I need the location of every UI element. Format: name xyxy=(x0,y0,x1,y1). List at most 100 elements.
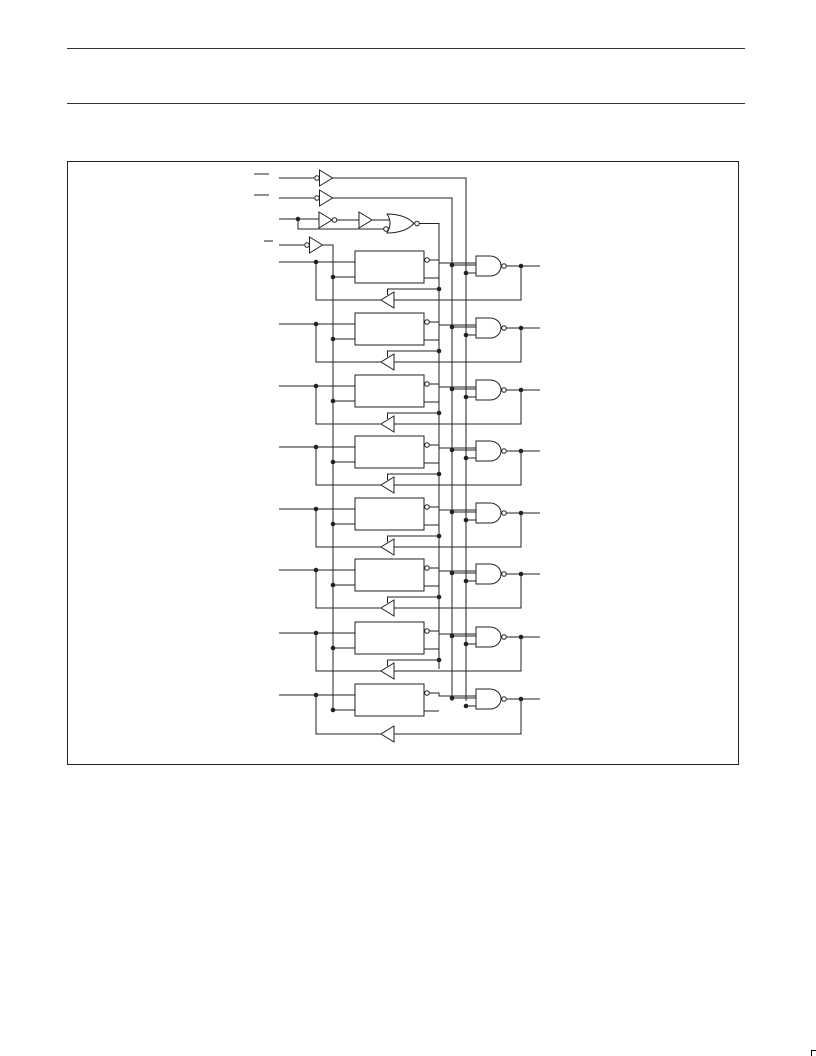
inverter-gate xyxy=(318,211,333,229)
feedback-wire xyxy=(394,699,522,735)
and-gate xyxy=(475,563,502,585)
wire xyxy=(297,219,384,230)
inversion-bubble xyxy=(414,220,420,227)
feedback-wire xyxy=(315,633,381,672)
junction-dot xyxy=(449,570,455,576)
inversion-bubble xyxy=(424,690,430,696)
inversion-bubble xyxy=(424,257,430,263)
inversion-bubble xyxy=(424,442,430,448)
feedback-wire xyxy=(394,637,522,672)
feedback-wire xyxy=(394,390,522,425)
header-bottom-rule xyxy=(67,103,745,104)
and-gate xyxy=(475,502,502,524)
latch-output xyxy=(429,259,476,264)
junction-dot xyxy=(330,582,336,588)
latch-output xyxy=(429,692,476,697)
and-gate xyxy=(475,379,502,401)
feedback-wire xyxy=(315,695,381,735)
nor-gate xyxy=(386,213,415,234)
feedback-buffer xyxy=(380,476,395,494)
inversion-bubble xyxy=(501,387,507,393)
logic-diagram xyxy=(254,169,540,743)
inversion-bubble xyxy=(314,175,320,181)
wire xyxy=(387,350,439,357)
inversion-bubble xyxy=(501,696,507,702)
junction-dot xyxy=(463,641,469,647)
junction-dot xyxy=(463,455,469,461)
flip-flop-box xyxy=(354,683,425,717)
channel-1 xyxy=(279,250,540,309)
inversion-bubble xyxy=(424,319,430,325)
and-gate xyxy=(475,688,502,710)
flip-flop-box xyxy=(354,374,425,408)
junction-dot xyxy=(330,521,336,527)
inversion-bubble xyxy=(501,634,507,640)
wire xyxy=(387,659,439,666)
control-bus-2 xyxy=(332,197,453,701)
channel-3 xyxy=(279,374,540,433)
junction-dot xyxy=(449,633,455,639)
channel-2 xyxy=(279,312,540,371)
feedback-buffer xyxy=(380,353,395,371)
inversion-bubble xyxy=(424,381,430,387)
junction-dot xyxy=(330,398,336,404)
junction-dot xyxy=(449,509,455,515)
channel-4 xyxy=(279,435,540,494)
page-corner-mark xyxy=(811,1050,816,1056)
feedback-wire xyxy=(394,451,522,486)
latch-output xyxy=(429,567,476,572)
feedback-wire xyxy=(315,509,381,548)
inversion-bubble xyxy=(331,217,338,223)
latch-output xyxy=(429,506,476,511)
and-gate xyxy=(475,317,502,339)
inversion-bubble xyxy=(424,504,430,510)
control-buffer-gate xyxy=(309,236,324,254)
flip-flop-box xyxy=(354,621,425,655)
clock-bus xyxy=(322,244,334,710)
latch-output xyxy=(429,444,476,449)
control-bus-1 xyxy=(332,177,467,701)
buffer-gate xyxy=(358,211,373,229)
channel-7 xyxy=(279,621,540,680)
latch-output xyxy=(429,321,476,326)
header-top-rule xyxy=(67,48,745,49)
wire xyxy=(387,288,439,295)
flip-flop-box xyxy=(354,558,425,592)
junction-dot xyxy=(463,578,469,584)
inversion-bubble xyxy=(501,325,507,331)
feedback-wire xyxy=(315,386,381,425)
feedback-buffer xyxy=(380,599,395,617)
logic-diagram-frame xyxy=(67,161,739,765)
junction-dot xyxy=(449,262,455,268)
inversion-bubble xyxy=(383,226,389,232)
latch-output xyxy=(429,630,476,635)
junction-dot xyxy=(463,703,469,709)
and-gate xyxy=(475,440,502,462)
feedback-buffer xyxy=(380,725,395,743)
junction-dot xyxy=(463,270,469,276)
junction-dot xyxy=(449,386,455,392)
inversion-bubble xyxy=(314,195,320,201)
control-buffer-gate xyxy=(319,169,334,187)
flip-flop-box xyxy=(354,250,425,284)
channel-5 xyxy=(279,497,540,556)
junction-dot xyxy=(330,645,336,651)
feedback-buffer xyxy=(380,291,395,309)
inversion-bubble xyxy=(501,510,507,516)
and-gate xyxy=(475,626,502,648)
junction-dot xyxy=(449,447,455,453)
and-gate xyxy=(475,255,502,277)
feedback-wire xyxy=(394,266,522,301)
flip-flop-box xyxy=(354,312,425,346)
feedback-buffer xyxy=(380,415,395,433)
feedback-buffer xyxy=(380,662,395,680)
wire xyxy=(387,596,439,603)
feedback-wire xyxy=(315,324,381,363)
wire xyxy=(387,473,439,480)
wire xyxy=(387,412,439,419)
junction-dot xyxy=(449,695,455,701)
feedback-wire xyxy=(315,447,381,486)
flip-flop-box xyxy=(354,497,425,531)
feedback-wire xyxy=(394,328,522,363)
junction-dot xyxy=(330,274,336,280)
